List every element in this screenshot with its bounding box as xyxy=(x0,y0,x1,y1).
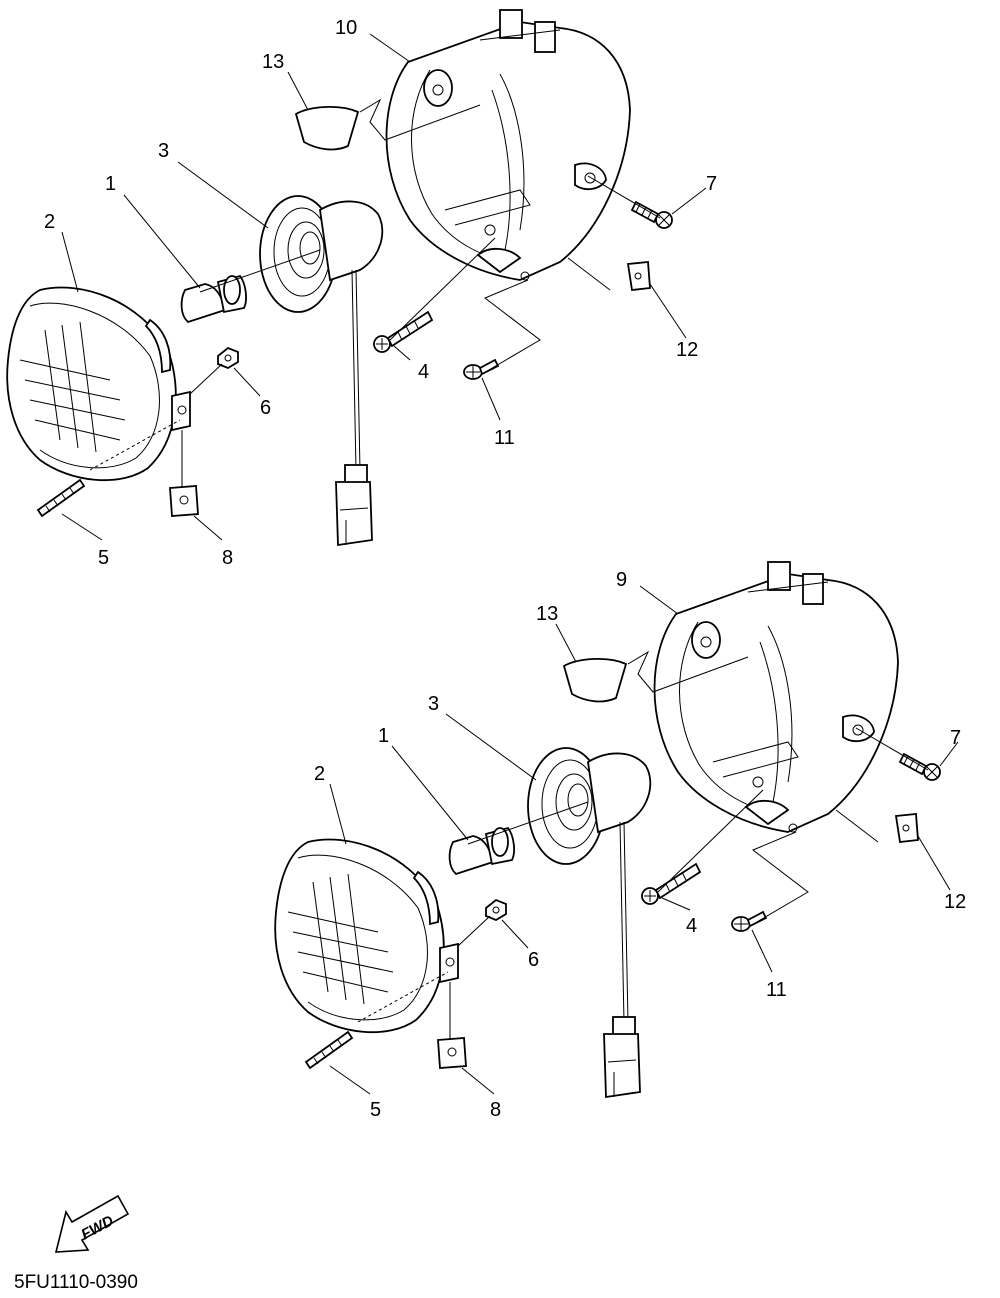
lower-assembly: 1 2 3 4 5 6 7 8 9 11 12 13 xyxy=(274,561,966,1121)
callout-label: 1 xyxy=(105,173,116,195)
upper-assembly: 1 2 3 4 5 6 7 8 10 11 12 13 xyxy=(6,9,717,569)
callout-label: 3 xyxy=(158,140,169,162)
callout-label: 1 xyxy=(378,725,389,747)
callout-label: 13 xyxy=(536,603,558,625)
callout-label: 9 xyxy=(616,569,627,591)
callout-label: 5 xyxy=(370,1099,381,1121)
callout-label: 7 xyxy=(950,727,961,749)
callout-label: 4 xyxy=(686,915,697,937)
callout-label: 12 xyxy=(676,339,698,361)
callout-label: 4 xyxy=(418,361,429,383)
callout-label: 6 xyxy=(260,397,271,419)
callout-label: 5 xyxy=(98,547,109,569)
fwd-label: FWD xyxy=(78,1212,116,1243)
callout-label: 2 xyxy=(314,763,325,785)
callout-leaders-upper xyxy=(61,33,707,541)
callout-label: 3 xyxy=(428,693,439,715)
callout-label: 8 xyxy=(222,547,233,569)
callout-label: 12 xyxy=(944,891,966,913)
callout-label: 8 xyxy=(490,1099,501,1121)
callout-label: 2 xyxy=(44,211,55,233)
callout-label: 11 xyxy=(766,979,787,1001)
callout-label: 10 xyxy=(335,17,357,39)
callout-leaders-lower xyxy=(329,585,959,1095)
drawing-code: 5FU1110-0390 xyxy=(14,1272,138,1293)
callout-label: 13 xyxy=(262,51,284,73)
callout-label: 7 xyxy=(706,173,717,195)
callout-label: 11 xyxy=(494,427,515,449)
forward-direction-arrow: FWD xyxy=(54,1194,130,1253)
callout-label: 6 xyxy=(528,949,539,971)
